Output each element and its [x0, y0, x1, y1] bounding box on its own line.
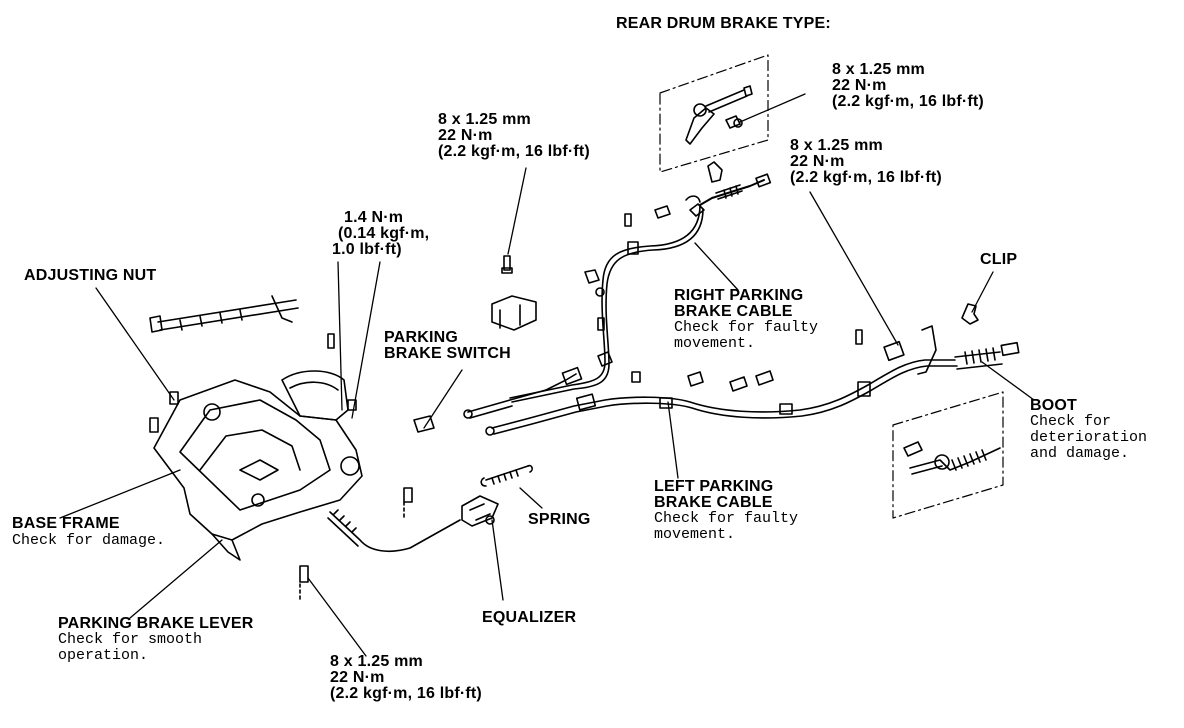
label-adjusting-nut: ADJUSTING NUT: [24, 267, 157, 284]
note-right-parking-brake-cable-2: movement.: [674, 335, 756, 352]
note-parking-brake-lever-2: operation.: [58, 647, 149, 664]
note-left-parking-brake-cable-1: Check for faulty: [654, 510, 799, 527]
torque-drum-bolt-nm: 22 N·m: [832, 77, 887, 94]
label-equalizer: EQUALIZER: [482, 609, 577, 626]
note-left-parking-brake-cable-2: movement.: [654, 526, 736, 543]
label-right-parking-brake-cable-1: RIGHT PARKING: [674, 287, 804, 304]
leader-lines: [59, 93, 1035, 657]
torque-center-bolt-kgf: (2.2 kgf·m, 16 lbf·ft): [438, 143, 590, 160]
right-parking-brake-cable: [463, 161, 772, 419]
label-parking-brake-lever: PARKING BRAKE LEVER: [58, 615, 254, 632]
label-clip: CLIP: [980, 251, 1018, 268]
detail-box-rear-drum: [659, 54, 769, 173]
parking-brake-lever-assembly: [149, 295, 461, 601]
diagram-title: REAR DRUM BRAKE TYPE:: [616, 15, 831, 32]
torque-center-bolt-size: 8 x 1.25 mm: [438, 111, 531, 128]
label-base-frame: BASE FRAME: [12, 515, 120, 532]
label-left-parking-brake-cable-1: LEFT PARKING: [654, 478, 774, 495]
torque-switch-bolt-lbf: 1.0 lbf·ft): [332, 241, 402, 258]
torque-right-cable-bolt-nm: 22 N·m: [790, 153, 845, 170]
note-base-frame: Check for damage.: [12, 532, 166, 549]
label-right-parking-brake-cable-2: BRAKE CABLE: [674, 303, 793, 320]
spring-part: [480, 464, 533, 487]
torque-lever-bolt-kgf: (2.2 kgf·m, 16 lbf·ft): [330, 685, 482, 702]
label-parking-brake-switch-1: PARKING: [384, 329, 458, 346]
label-left-parking-brake-cable-2: BRAKE CABLE: [654, 494, 773, 511]
torque-right-cable-bolt-size: 8 x 1.25 mm: [790, 137, 883, 154]
left-parking-brake-cable: [485, 303, 1020, 436]
torque-switch-bolt-nm: 1.4 N·m: [344, 209, 404, 226]
rear-drum-cable-end: [685, 85, 753, 145]
note-right-parking-brake-cable-1: Check for faulty: [674, 319, 819, 336]
label-spring: SPRING: [528, 511, 591, 528]
torque-lever-bolt-size: 8 x 1.25 mm: [330, 653, 423, 670]
note-boot-3: and damage.: [1030, 445, 1130, 462]
torque-drum-bolt-kgf: (2.2 kgf·m, 16 lbf·ft): [832, 93, 984, 110]
label-boot: BOOT: [1030, 397, 1078, 414]
torque-center-bolt-nm: 22 N·m: [438, 127, 493, 144]
detail-box-boot: [892, 391, 1004, 519]
torque-switch-bolt-kgf: (0.14 kgf·m,: [338, 225, 430, 242]
switch-bracket: [491, 255, 537, 331]
torque-lever-bolt-nm: 22 N·m: [330, 669, 385, 686]
note-parking-brake-lever-1: Check for smooth: [58, 631, 203, 648]
note-boot-2: deterioration: [1030, 429, 1148, 446]
label-parking-brake-switch-2: BRAKE SWITCH: [384, 345, 511, 362]
cable-mount-bolts: [597, 205, 863, 392]
equalizer-part: [461, 495, 499, 527]
torque-drum-bolt-size: 8 x 1.25 mm: [832, 61, 925, 78]
boot-detail-part: [903, 441, 1001, 475]
torque-right-cable-bolt-kgf: (2.2 kgf·m, 16 lbf·ft): [790, 169, 942, 186]
note-boot-1: Check for: [1030, 413, 1112, 430]
